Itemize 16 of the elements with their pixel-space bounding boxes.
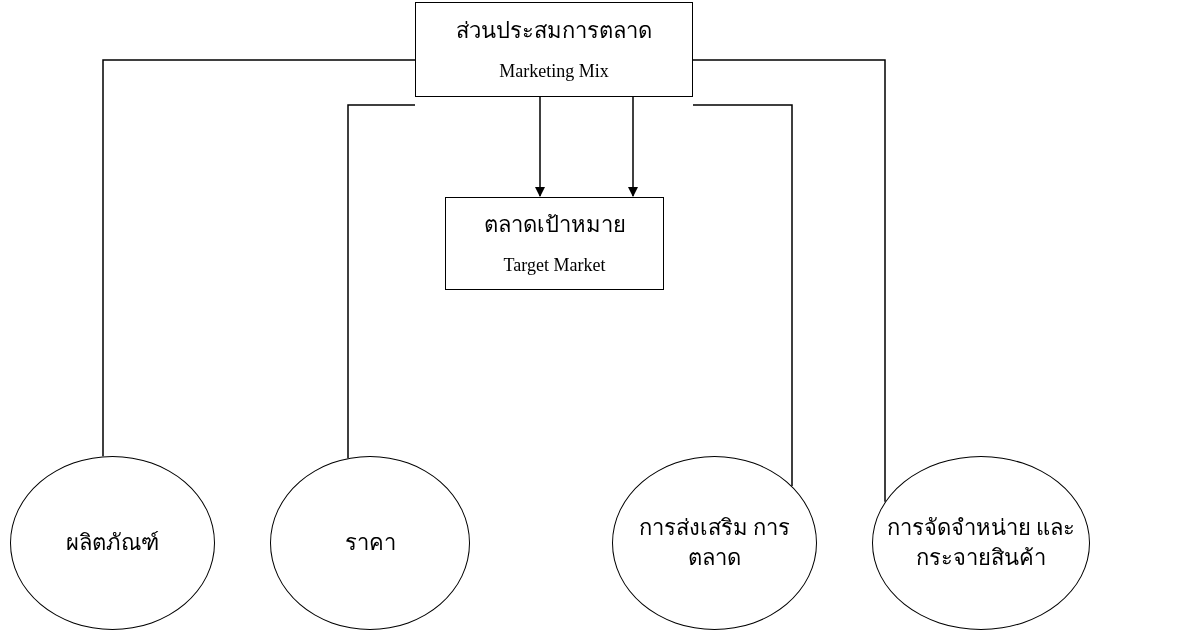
- connector-line: [347, 104, 416, 459]
- connector-line: [692, 59, 886, 503]
- connector-line: [102, 59, 416, 458]
- node-label: การส่งเสริม การตลาด: [637, 514, 792, 572]
- node-label: Marketing Mix: [499, 60, 609, 84]
- node-label: ตลาดเป้าหมาย: [483, 210, 626, 239]
- node-label: Target Market: [503, 254, 606, 278]
- arrow: [535, 96, 545, 197]
- node-label: การจัดจำหน่าย และกระจายสินค้า: [885, 514, 1077, 572]
- node-label: ราคา: [344, 529, 396, 558]
- arrow: [628, 96, 638, 197]
- process-box: [445, 197, 664, 290]
- node-label: ส่วนประสมการตลาด: [456, 16, 652, 45]
- connector-line: [692, 104, 793, 487]
- node-label: ผลิตภัณฑ์: [66, 529, 159, 558]
- process-box: [415, 2, 693, 97]
